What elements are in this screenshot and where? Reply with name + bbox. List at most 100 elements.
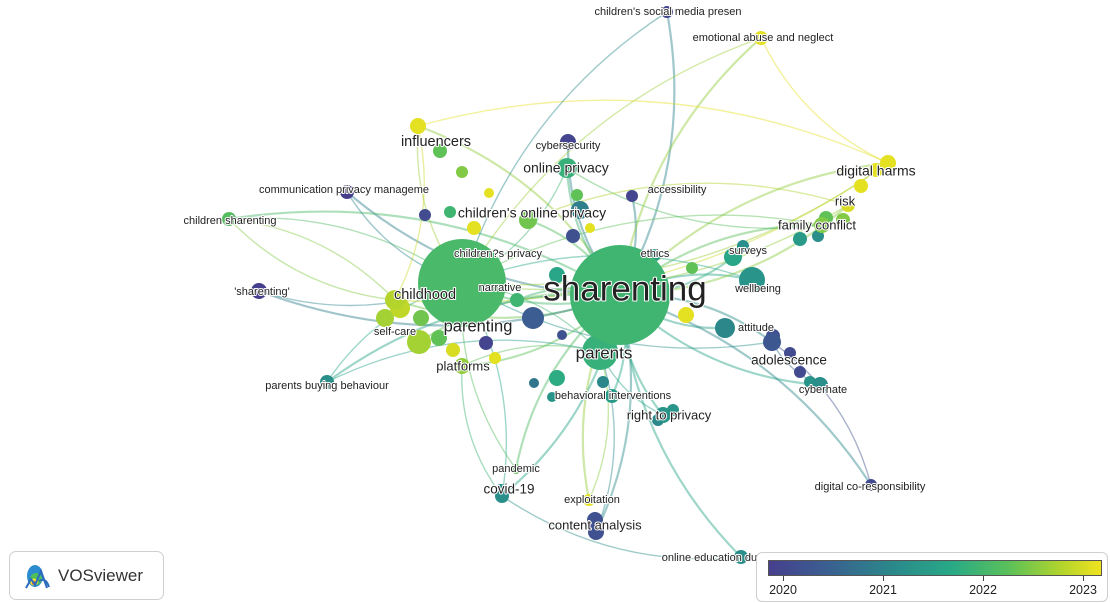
unlabeled-keyword-node[interactable] <box>419 209 431 221</box>
label-influencers[interactable]: influencers <box>400 133 472 151</box>
label-wellbeing[interactable]: wellbeing <box>733 282 782 296</box>
unlabeled-keyword-node[interactable] <box>444 206 456 218</box>
node-covid19[interactable] <box>495 489 509 503</box>
node-platforms[interactable] <box>454 358 470 374</box>
node-digital-harms[interactable] <box>880 155 896 171</box>
node-digital-coresponsibility[interactable] <box>865 479 877 491</box>
unlabeled-keyword-node[interactable] <box>571 189 583 201</box>
unlabeled-keyword-node[interactable] <box>529 378 539 388</box>
unlabeled-keyword-node[interactable] <box>587 512 603 528</box>
label-childrens-social-media[interactable]: children's social media presen <box>593 5 742 19</box>
node-sharenting-quoted[interactable] <box>251 283 267 299</box>
label-communication-privacy[interactable]: communication privacy manageme <box>258 183 430 197</box>
label-parents-buying[interactable]: parents buying behaviour <box>264 379 390 393</box>
label-accessibility[interactable]: accessibility <box>647 183 708 197</box>
node-right-to-privacy[interactable] <box>655 407 671 423</box>
node-cyberhate[interactable] <box>812 377 828 393</box>
label-sharenting[interactable]: sharenting <box>542 268 707 309</box>
label-online-privacy[interactable]: online privacy <box>522 159 610 177</box>
unlabeled-keyword-node[interactable] <box>433 144 447 158</box>
unlabeled-keyword-node[interactable] <box>413 310 429 326</box>
unlabeled-keyword-node[interactable] <box>431 330 447 346</box>
unlabeled-keyword-node[interactable] <box>549 370 565 386</box>
node-attitude[interactable] <box>715 318 735 338</box>
label-attitude[interactable]: attitude <box>737 321 775 335</box>
label-exploitation[interactable]: exploitation <box>563 493 621 507</box>
node-sharenting[interactable] <box>570 245 670 345</box>
unlabeled-keyword-node[interactable] <box>585 223 595 233</box>
unlabeled-keyword-node[interactable] <box>522 307 544 329</box>
node-childrens-online-privacy[interactable] <box>519 211 537 229</box>
label-parenting[interactable]: parenting <box>443 316 514 336</box>
unlabeled-keyword-node[interactable] <box>566 229 580 243</box>
unlabeled-keyword-node[interactable] <box>376 309 394 327</box>
label-family-conflict[interactable]: family conflict <box>777 216 857 233</box>
unlabeled-keyword-node[interactable] <box>557 330 567 340</box>
label-parents[interactable]: parents <box>575 342 634 363</box>
node-online-education[interactable] <box>734 550 748 564</box>
node-childhood[interactable] <box>385 290 405 310</box>
node-adolescence[interactable] <box>763 333 781 351</box>
node-influencers[interactable] <box>410 118 426 134</box>
node-self-care[interactable] <box>407 330 431 354</box>
label-content-analysis[interactable]: content analysis <box>547 516 643 533</box>
unlabeled-keyword-node[interactable] <box>854 179 868 193</box>
node-wellbeing[interactable] <box>739 267 765 293</box>
node-pandemic[interactable] <box>511 464 521 474</box>
label-emotional-abuse[interactable]: emotional abuse and neglect <box>692 31 835 45</box>
label-cybersecurity[interactable]: cybersecurity <box>535 139 602 153</box>
node-accessibility[interactable] <box>626 190 638 202</box>
unlabeled-keyword-node[interactable] <box>446 343 460 357</box>
node-surveys[interactable] <box>724 248 742 266</box>
unlabeled-keyword-node[interactable] <box>489 352 501 364</box>
label-right-to-privacy[interactable]: right to privacy <box>626 406 713 423</box>
node-cybersecurity[interactable] <box>560 134 576 150</box>
label-digital-coresponsibility[interactable]: digital co-responsibility <box>814 480 927 494</box>
node-parenting[interactable] <box>418 239 506 327</box>
label-digital-harms[interactable]: digital harms <box>835 162 916 180</box>
unlabeled-keyword-node[interactable] <box>812 230 824 242</box>
unlabeled-keyword-node[interactable] <box>479 336 493 350</box>
node-narrative[interactable] <box>510 293 524 307</box>
node-online-privacy[interactable] <box>557 158 577 178</box>
label-ethics[interactable]: ethics <box>640 247 671 261</box>
label-childhood[interactable]: childhood <box>393 286 457 304</box>
node-family-conflict[interactable] <box>814 217 830 233</box>
unlabeled-keyword-node[interactable] <box>737 240 749 252</box>
unlabeled-keyword-node[interactable] <box>467 221 481 235</box>
unlabeled-keyword-node[interactable] <box>836 213 850 227</box>
node-exploitation[interactable] <box>583 494 595 506</box>
label-platforms[interactable]: platforms <box>435 357 491 374</box>
node-content-analysis[interactable] <box>588 524 604 540</box>
node-behavioral-interventions[interactable] <box>605 389 619 403</box>
node-parents-buying[interactable] <box>320 375 334 389</box>
unlabeled-keyword-node[interactable] <box>686 262 698 274</box>
label-pandemic[interactable]: pandemic <box>491 462 541 476</box>
label-covid19[interactable]: covid-19 <box>482 481 535 498</box>
label-childrens-privacy[interactable]: children?s privacy <box>453 247 544 261</box>
unlabeled-keyword-node[interactable] <box>678 307 694 323</box>
unlabeled-keyword-node[interactable] <box>869 163 883 177</box>
unlabeled-keyword-node[interactable] <box>456 166 468 178</box>
node-communication-privacy[interactable] <box>340 185 354 199</box>
label-adolescence[interactable]: adolescence <box>750 352 828 369</box>
node-childrens-social-media[interactable] <box>661 6 673 18</box>
unlabeled-keyword-node[interactable] <box>597 376 609 388</box>
label-behavioral-interventions[interactable]: behavioral interventions <box>554 389 673 403</box>
label-narrative[interactable]: narrative <box>478 281 523 295</box>
unlabeled-keyword-node[interactable] <box>484 188 494 198</box>
unlabeled-keyword-node[interactable] <box>571 201 589 219</box>
label-cyberhate[interactable]: cyberhate <box>798 383 848 397</box>
unlabeled-keyword-node[interactable] <box>547 392 557 402</box>
unlabeled-keyword-node[interactable] <box>793 232 807 246</box>
unlabeled-keyword-node[interactable] <box>784 347 796 359</box>
node-children-sharenting[interactable] <box>222 212 236 226</box>
label-children-sharenting[interactable]: children sharenting <box>183 214 278 228</box>
label-risk[interactable]: risk <box>834 192 857 209</box>
label-surveys[interactable]: surveys <box>728 244 768 258</box>
unlabeled-keyword-node[interactable] <box>794 366 806 378</box>
node-emotional-abuse[interactable] <box>754 31 768 45</box>
node-risk[interactable] <box>841 198 855 212</box>
label-self-care[interactable]: self-care <box>373 325 417 339</box>
